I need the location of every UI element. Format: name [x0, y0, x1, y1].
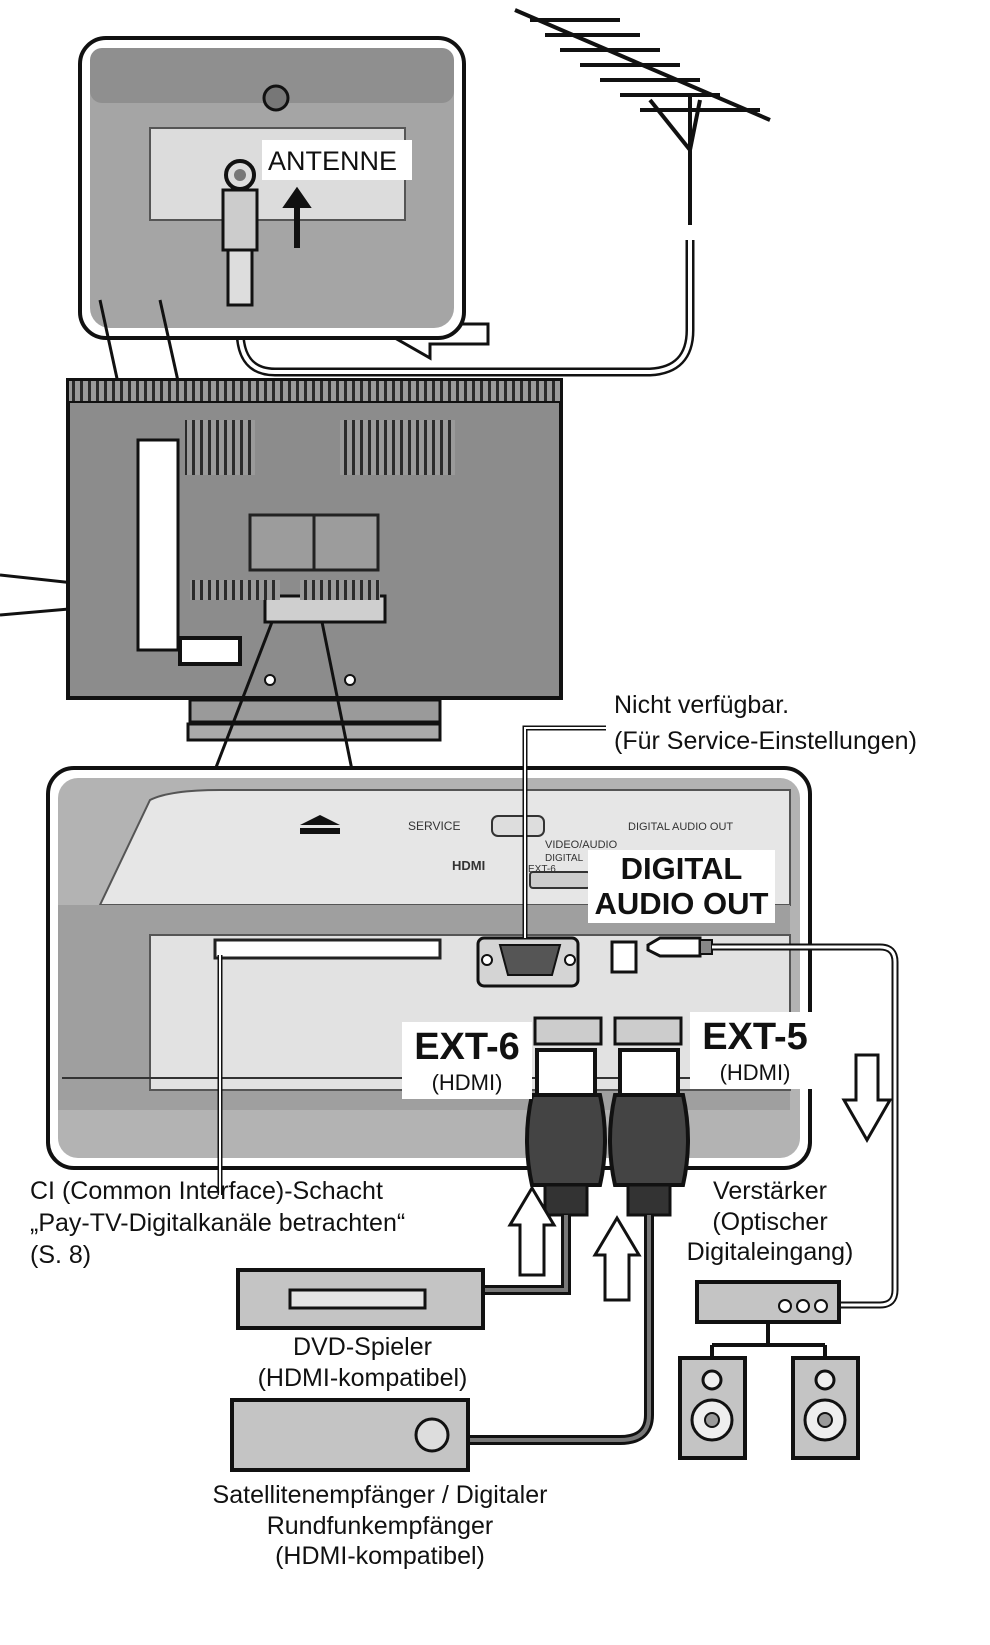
arrow-up-icon	[592, 1215, 642, 1302]
amplifier-line2: (Optischer	[712, 1207, 828, 1236]
arrow-up-icon	[507, 1185, 557, 1277]
ext6-subtitle: (HDMI)	[431, 1070, 503, 1096]
ci-slot-line2: „Pay-TV-Digitalkanäle betrachten“	[30, 1209, 406, 1237]
connector-panel: SERVICE DIGITAL AUDIO OUT VIDEO/AUDIO DI…	[46, 766, 812, 1170]
digital-audio-out-line1: DIGITAL	[620, 851, 743, 886]
antenna-closeup	[78, 36, 466, 340]
panel-print-digital: DIGITAL	[545, 853, 584, 864]
panel-print-service: SERVICE	[408, 819, 460, 833]
ext5-subtitle: (HDMI)	[719, 1060, 791, 1086]
panel-print-ext6: EXT-6	[528, 864, 556, 875]
panel-print-hdmi: HDMI	[452, 858, 485, 873]
panel-print-digital-audio-out: DIGITAL AUDIO OUT	[628, 821, 733, 833]
ext6-title: EXT-6	[414, 1026, 520, 1068]
ci-slot-line3: (S. 8)	[30, 1241, 92, 1269]
hdmi-cable-ext5	[470, 1048, 690, 1445]
ci-slot-line1: CI (Common Interface)-Schacht	[30, 1177, 383, 1205]
satellite-receiver-icon	[230, 1398, 470, 1472]
speaker-icon	[791, 1356, 860, 1460]
hdmi-cable-ext6	[485, 1048, 607, 1295]
dvd-label: DVD-Spieler (HDMI-kompatibel)	[200, 1332, 525, 1393]
ext5-title: EXT-5	[702, 1016, 808, 1058]
dvd-line1: DVD-Spieler	[293, 1333, 432, 1361]
amplifier-line1: Verstärker	[713, 1177, 827, 1205]
digital-audio-out-line2: AUDIO OUT	[594, 885, 769, 921]
amplifier-label: Verstärker (Optischer Digitaleingang)	[660, 1176, 880, 1268]
service-note-line2: (Für Service-Einstellungen)	[614, 727, 917, 755]
antenna-label: ANTENNE	[268, 146, 398, 176]
arrow-down-icon	[841, 1053, 893, 1144]
amplifier-icon	[695, 1280, 841, 1358]
ext5-label: EXT-5 (HDMI)	[690, 1012, 820, 1090]
digital-audio-out-label: DIGITAL AUDIO OUT	[588, 850, 775, 924]
service-vga-port	[476, 936, 580, 988]
dvd-player-icon	[236, 1268, 485, 1330]
satellite-label: Satellitenempfänger / Digitaler Rundfunk…	[180, 1480, 580, 1572]
satellite-line3: (HDMI-kompatibel)	[275, 1542, 485, 1570]
dvd-line2: (HDMI-kompatibel)	[257, 1363, 468, 1392]
panel-print-video-audio: VIDEO/AUDIO	[545, 839, 618, 851]
satellite-line2: Rundfunkempfänger	[266, 1511, 494, 1540]
service-note-line1: Nicht verfügbar.	[614, 691, 790, 719]
antenna-icon	[514, 8, 771, 320]
tv-rear	[66, 378, 563, 742]
ext6-label: EXT-6 (HDMI)	[402, 1022, 532, 1100]
speaker-icon	[678, 1356, 747, 1460]
satellite-line1: Satellitenempfänger / Digitaler	[212, 1481, 548, 1509]
amplifier-line3: Digitaleingang)	[686, 1238, 854, 1266]
